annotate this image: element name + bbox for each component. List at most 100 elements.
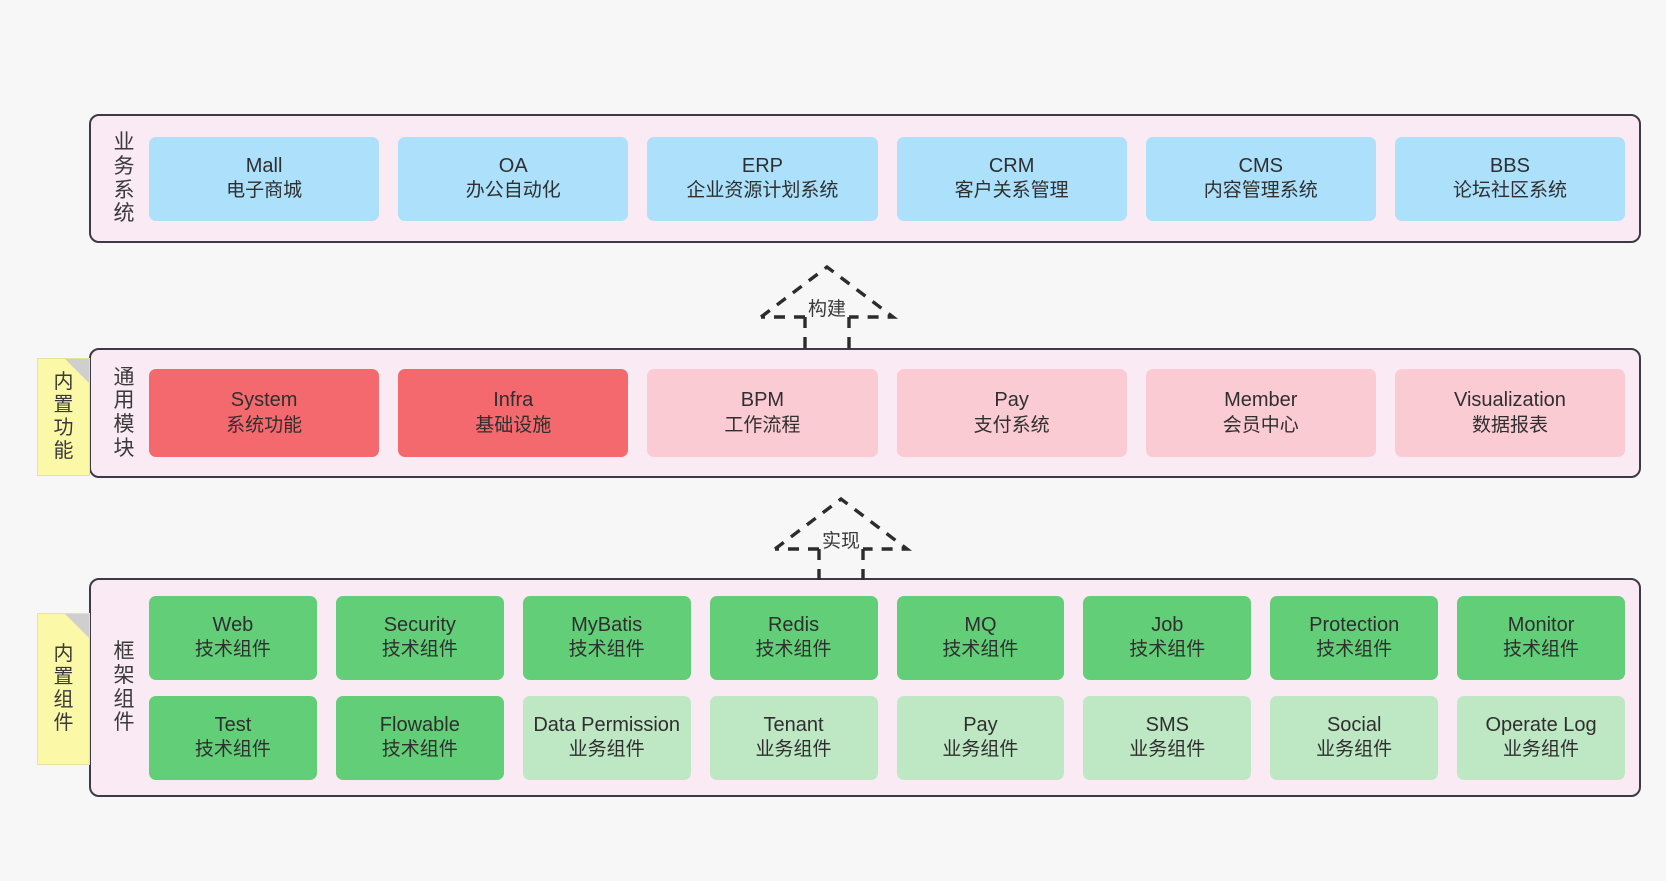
layer-label-char: 务: [113, 154, 135, 178]
node-title-en: Mall: [245, 154, 283, 177]
node-protection[interactable]: Protection 技术组件: [1270, 595, 1439, 680]
node-title-en: MyBatis: [571, 613, 643, 636]
node-title-cn: 业务组件: [942, 739, 1019, 761]
node-title-en: Protection: [1309, 613, 1400, 636]
layer-label-business-systems: 业 务 系 统: [101, 131, 147, 225]
node-social[interactable]: Social 业务组件: [1270, 695, 1439, 780]
node-title-cn: 技术组件: [381, 639, 458, 661]
node-title-en: Test: [214, 713, 252, 736]
node-bbs[interactable]: BBS 论坛社区系统: [1394, 136, 1626, 221]
node-title-en: OA: [498, 154, 528, 177]
node-mybatis[interactable]: MyBatis 技术组件: [522, 595, 691, 680]
layer-body-business-systems: Mall 电子商城 OA 办公自动化 ERP 企业资源计划系统 CRM 客户关系…: [147, 116, 1639, 241]
layer-label-char: 业: [113, 131, 135, 155]
node-title-cn: 办公自动化: [465, 180, 561, 202]
layer-business-systems: 业 务 系 统 Mall 电子商城 OA 办公自动化 ERP 企业资源计划系统: [89, 114, 1641, 243]
note-char: 能: [53, 440, 74, 463]
node-pay-module[interactable]: Pay 支付系统: [896, 369, 1127, 457]
layer-label-char: 统: [113, 202, 135, 226]
node-title-cn: 技术组件: [194, 639, 271, 661]
layer-label-common-modules: 通 用 模 块: [101, 366, 147, 460]
node-monitor[interactable]: Monitor 技术组件: [1457, 595, 1625, 680]
layer-label-char: 件: [113, 711, 135, 735]
node-crm[interactable]: CRM 客户关系管理: [896, 136, 1127, 221]
node-title-en: ERP: [741, 154, 783, 177]
node-title-en: Data Permission: [533, 713, 681, 736]
node-mall[interactable]: Mall 电子商城: [149, 136, 380, 221]
layer-framework-components: 框 架 组 件 Web 技术组件 Security 技术组件: [89, 578, 1641, 797]
layer-label-char: 用: [113, 389, 135, 413]
node-row: System 系统功能 Infra 基础设施 BPM 工作流程 Pay 支付系统…: [149, 369, 1626, 457]
node-title-en: Member: [1224, 389, 1298, 412]
node-title-en: System: [230, 389, 298, 412]
node-pay-component[interactable]: Pay 业务组件: [896, 695, 1065, 780]
layer-label-char: 通: [113, 365, 135, 389]
node-title-en: SMS: [1145, 713, 1189, 736]
connector-build-label: 构建: [807, 299, 847, 320]
node-title-cn: 技术组件: [1129, 639, 1206, 661]
node-title-cn: 业务组件: [1129, 739, 1206, 761]
note-char: 内: [53, 642, 74, 665]
node-title-cn: 技术组件: [194, 739, 271, 761]
note-char: 功: [53, 417, 74, 439]
node-title-en: Job: [1151, 613, 1184, 636]
note-char: 置: [53, 665, 74, 688]
node-title-cn: 业务组件: [755, 739, 832, 761]
layer-label-char: 块: [113, 436, 135, 460]
node-title-en: Pay: [963, 713, 998, 736]
layer-label-framework-components: 框 架 组 件: [101, 640, 147, 734]
node-operate-log[interactable]: Operate Log 业务组件: [1457, 695, 1625, 780]
node-title-en: Flowable: [379, 713, 460, 736]
node-security[interactable]: Security 技术组件: [335, 595, 504, 680]
node-infra[interactable]: Infra 基础设施: [398, 369, 629, 457]
node-title-cn: 业务组件: [568, 739, 645, 761]
node-title-en: CRM: [988, 154, 1035, 177]
node-title-en: Infra: [493, 389, 534, 412]
node-title-cn: 基础设施: [475, 414, 552, 436]
node-tenant[interactable]: Tenant 业务组件: [709, 695, 878, 780]
node-title-en: CMS: [1238, 154, 1283, 177]
node-oa[interactable]: OA 办公自动化: [398, 136, 629, 221]
node-system[interactable]: System 系统功能: [149, 369, 380, 457]
node-flowable[interactable]: Flowable 技术组件: [335, 695, 504, 780]
note-char: 组: [53, 689, 74, 711]
node-title-cn: 客户关系管理: [954, 180, 1069, 202]
node-mq[interactable]: MQ 技术组件: [896, 595, 1065, 680]
layer-common-modules: 通 用 模 块 System 系统功能 Infra 基础设施 BPM 工作流程: [89, 348, 1641, 478]
node-title-cn: 技术组件: [755, 639, 832, 661]
node-title-en: Security: [383, 613, 456, 636]
node-erp[interactable]: ERP 企业资源计划系统: [647, 136, 878, 221]
node-title-en: Redis: [767, 613, 820, 636]
layer-body-common-modules: System 系统功能 Infra 基础设施 BPM 工作流程 Pay 支付系统…: [147, 350, 1639, 476]
node-row-technical: Web 技术组件 Security 技术组件 MyBatis 技术组件 Redi…: [149, 595, 1625, 680]
node-title-cn: 数据报表: [1471, 414, 1548, 436]
node-title-en: Operate Log: [1485, 713, 1597, 736]
node-web[interactable]: Web 技术组件: [149, 595, 317, 680]
node-redis[interactable]: Redis 技术组件: [709, 595, 878, 680]
node-member[interactable]: Member 会员中心: [1145, 369, 1376, 457]
node-title-cn: 工作流程: [724, 414, 801, 436]
node-bpm[interactable]: BPM 工作流程: [647, 369, 878, 457]
node-title-en: Web: [212, 613, 254, 636]
node-title-cn: 业务组件: [1503, 739, 1580, 761]
node-test[interactable]: Test 技术组件: [149, 695, 317, 780]
node-title-cn: 技术组件: [1316, 639, 1393, 661]
node-job[interactable]: Job 技术组件: [1083, 595, 1252, 680]
node-title-en: Tenant: [763, 713, 824, 736]
node-sms[interactable]: SMS 业务组件: [1083, 695, 1252, 780]
node-cms[interactable]: CMS 内容管理系统: [1145, 136, 1376, 221]
node-row: Mall 电子商城 OA 办公自动化 ERP 企业资源计划系统 CRM 客户关系…: [149, 136, 1626, 221]
node-data-permission[interactable]: Data Permission 业务组件: [522, 695, 691, 780]
node-visualization[interactable]: Visualization 数据报表: [1394, 369, 1626, 457]
connector-implement-label: 实现: [821, 531, 861, 552]
note-fold-corner-icon: [65, 359, 89, 383]
node-title-en: MQ: [964, 613, 997, 636]
node-title-en: Social: [1326, 713, 1382, 736]
node-title-cn: 技术组件: [568, 639, 645, 661]
node-title-cn: 技术组件: [1503, 639, 1580, 661]
node-title-cn: 支付系统: [973, 414, 1050, 436]
node-rows: Web 技术组件 Security 技术组件 MyBatis 技术组件 Redi…: [149, 595, 1625, 780]
layer-label-char: 组: [113, 687, 135, 711]
node-title-cn: 论坛社区系统: [1452, 180, 1567, 202]
